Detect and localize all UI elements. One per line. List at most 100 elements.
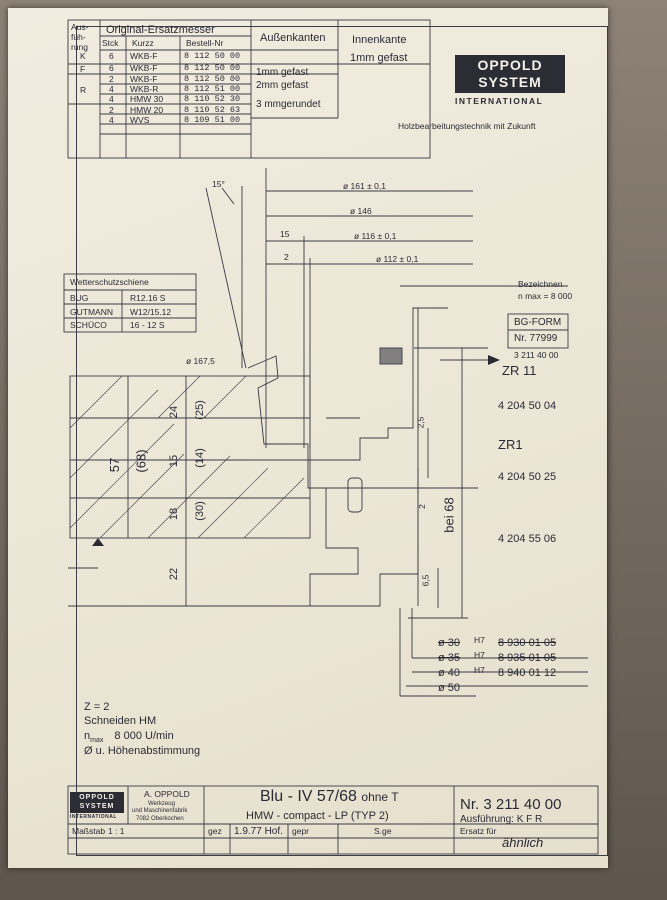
note-nmax: nmax 8 000 U/min (84, 730, 174, 747)
company-line-2: Werkzeug (148, 801, 175, 807)
note-nmax-n: n (84, 730, 91, 742)
note-schneiden: Schneiden HM (84, 715, 157, 727)
row-kurzz: HMW 30 (130, 94, 164, 104)
row-stck: 2 (109, 105, 114, 115)
bore-order-nr: 8 940 01 12 (498, 667, 557, 679)
company-name: A. OPPOLD (144, 789, 190, 799)
note-hohenabstimmung: Ø u. Höhenabstimmung (84, 745, 201, 757)
row-bestell-nr: 8 110 52 30 (184, 94, 241, 104)
brand-tagline: Holzbearbeitungstechnik mit Zukunft (398, 121, 536, 131)
drawing-title-main: Blu - IV 57/68 (260, 788, 357, 805)
label-part-nr: 3 211 40 00 (514, 350, 559, 360)
weather-row-name: BUG (70, 293, 89, 303)
title-logo-international: INTERNATIONAL (70, 814, 117, 820)
dim-w2: 2 (284, 252, 289, 262)
massstab-value: 1 : 1 (108, 826, 125, 836)
logo-international: INTERNATIONAL (455, 96, 544, 106)
drawing-number: Nr. 3 211 40 00 (460, 797, 561, 813)
bore-order-nr: 8 930 01 05 (498, 637, 557, 649)
label-bgform: BG-FORM (514, 317, 562, 328)
row-aussen: 3 mmgerundet (256, 99, 321, 110)
drawing-linework (63, 19, 599, 855)
dim-v25b: 2,5 (415, 416, 426, 429)
logo-line-2: SYSTEM (478, 74, 542, 90)
row-ausf: K (80, 51, 86, 61)
weather-row-name: GUTMANN (70, 307, 113, 317)
gez-value: 1.9.77 Hof. (234, 826, 283, 837)
weather-row-value: 16 - 12 S (130, 320, 165, 330)
drawing-subtitle: HMW - compact - LP (TYP 2) (246, 810, 389, 822)
note-nmax-sub: max (90, 737, 104, 745)
label-nmax: n max = 8 000 (518, 291, 573, 301)
weather-row-value: R12.16 S (130, 293, 166, 303)
row-kurzz: WKB-R (130, 84, 159, 94)
oppold-logo: OPPOLD SYSTEM (455, 55, 565, 93)
dim-v18: 18 (168, 507, 181, 521)
bore-diameter: ø 35 (438, 652, 461, 664)
bore-tolerance: H7 (474, 650, 485, 660)
label-code2: 4 204 50 25 (498, 471, 557, 483)
dim-v22: 22 (168, 567, 181, 581)
dim-d146: ø 146 (350, 206, 372, 216)
row-bestell-nr: 8 112 50 00 (184, 63, 241, 73)
group-title-ersatzmesser: Original-Ersatzmesser (106, 24, 215, 36)
row-stck: 4 (109, 84, 114, 94)
row-kurzz: WVS (130, 115, 150, 125)
row-aussen: 1mm gefast (256, 67, 309, 78)
col-ausfuhrung: Aus- füh- rung (71, 22, 89, 52)
row-kurzz: WKB-F (130, 51, 158, 61)
dim-v14: (14) (193, 448, 206, 468)
row-stck: 4 (109, 94, 114, 104)
dim-v65: 6,5 (420, 574, 431, 587)
row-kurzz: WKB-F (130, 63, 158, 73)
dim-v30: (30) (193, 501, 206, 521)
row-stck: 2 (109, 74, 114, 84)
ersatz-label: Ersatz für (460, 826, 497, 836)
label-zr11: ZR 11 (502, 363, 537, 378)
ausfuhrung-variants: Ausführung: K F R (460, 814, 543, 825)
label-zr1: ZR1 (498, 437, 523, 452)
row-bestell-nr: 8 112 50 00 (184, 74, 241, 84)
dim-angle: 15° (212, 179, 225, 189)
title-logo-line-1: OPPOLD (79, 794, 115, 801)
row-bestell-nr: 8 110 52 63 (184, 105, 241, 115)
dim-bei68: bei 68 (441, 497, 457, 533)
massstab-label: Maßstab (72, 826, 106, 836)
weather-table-title: Wetterschutzschiene (70, 277, 149, 287)
row-ausf: F (80, 64, 86, 74)
drawing-number-value: 3 211 40 00 (483, 796, 562, 813)
dim-d1675: ø 167,5 (186, 356, 215, 366)
bore-diameter: ø 50 (438, 682, 461, 694)
innenkante-value: 1mm gefast (350, 52, 408, 64)
row-bestell-nr: 8 112 51 00 (184, 84, 241, 94)
company-line-3: und Maschinenfabrik (132, 808, 188, 814)
bore-diameter: ø 30 (438, 637, 461, 649)
logo-line-1: OPPOLD (477, 57, 543, 73)
row-stck: 6 (109, 63, 114, 73)
weather-row-name: SCHÜCO (70, 320, 107, 330)
row-bestell-nr: 8 109 51 00 (184, 115, 241, 125)
drawing-number-label: Nr. (460, 796, 480, 813)
gepr-label: gepr (292, 826, 310, 836)
label-code3: 4 204 55 06 (498, 533, 557, 545)
row-kurzz: WKB-F (130, 74, 158, 84)
dim-d116: ø 116 ± 0,1 (354, 231, 397, 241)
dim-v68: (68) (133, 449, 149, 473)
company-line-4: 7082 Oberkochen (136, 816, 184, 822)
label-bgnr: Nr. 77999 (514, 333, 558, 344)
col-innenkante: Innenkante (352, 34, 407, 46)
row-aussen: 2mm gefast (256, 80, 309, 91)
row-kurzz: HMW 20 (130, 105, 164, 115)
bore-tolerance: H7 (474, 635, 485, 645)
bore-order-nr: 8 935 01 05 (498, 652, 557, 664)
row-stck: 6 (109, 51, 114, 61)
bore-tolerance: H7 (474, 665, 485, 675)
dim-v57: 57 (107, 457, 123, 473)
dim-d161: ø 161 ± 0,1 (343, 181, 386, 191)
drawing-title: Blu - IV 57/68 ohne T (260, 788, 399, 806)
sgez-label: S.ge (374, 826, 392, 836)
dim-w15: 15 (280, 229, 290, 239)
ahnlich-note: ähnlich (502, 835, 544, 850)
dim-v2: 2 (416, 504, 427, 509)
